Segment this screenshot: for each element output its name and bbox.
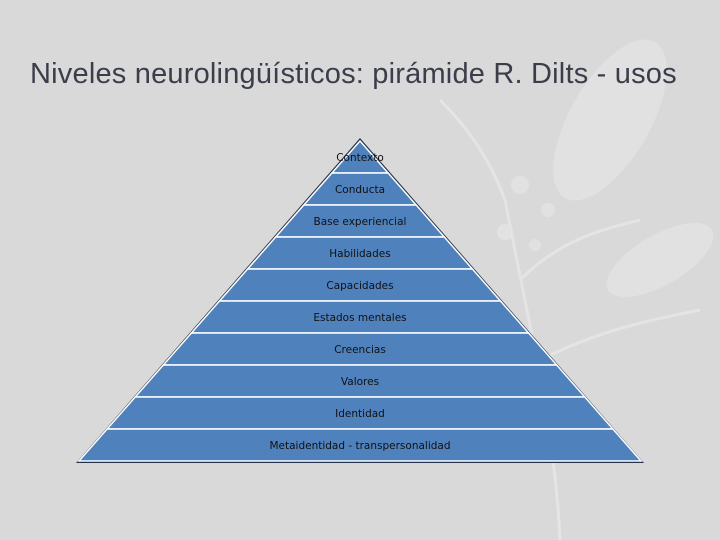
pyramid-level-label: Estados mentales (313, 312, 406, 324)
pyramid-level-label: Creencias (334, 344, 386, 356)
slide-title: Niveles neurolingüísticos: pirámide R. D… (30, 58, 677, 90)
pyramid-level-10 (77, 428, 643, 462)
pyramid-level-label: Habilidades (329, 248, 390, 260)
pyramid-level-label: Contexto (336, 152, 384, 164)
pyramid-level-label: Metaidentidad - transpersonalidad (269, 440, 450, 452)
pyramid-level-label: Capacidades (326, 280, 393, 292)
pyramid-level-label: Conducta (335, 184, 385, 196)
pyramid-level-label: Identidad (335, 408, 385, 420)
pyramid-level-label: Base experiencial (314, 216, 407, 228)
pyramid-level-label: Valores (341, 376, 379, 388)
